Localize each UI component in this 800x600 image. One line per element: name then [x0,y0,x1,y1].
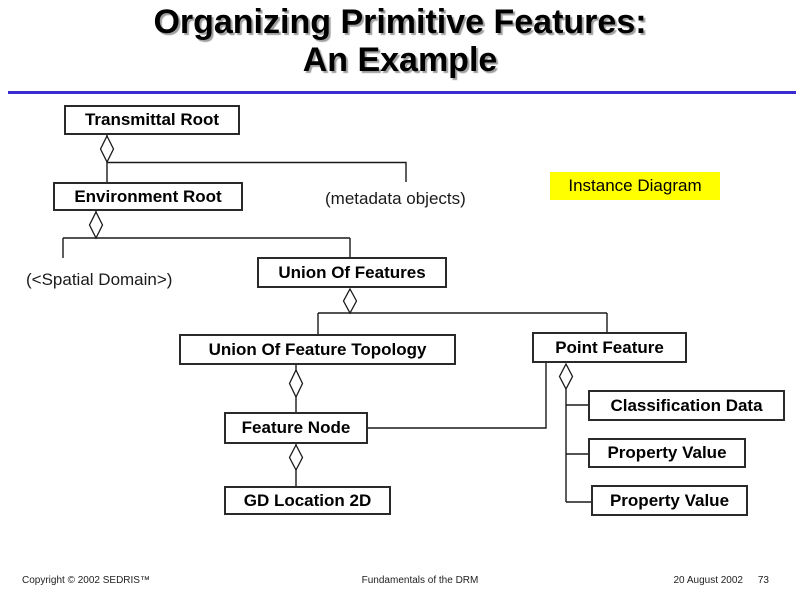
node-property-value-2: Property Value [591,485,748,516]
node-union-of-features: Union Of Features [257,257,447,288]
footer-copyright: Copyright © 2002 SEDRIS™ [22,575,150,586]
node-classification-data: Classification Data [588,390,785,421]
node-transmittal-root: Transmittal Root [64,105,240,135]
annotation-spatial-domain: (<Spatial Domain>) [26,270,173,289]
edge-environment-children [62,211,351,258]
node-point-feature: Point Feature [532,332,687,363]
instance-diagram-tag: Instance Diagram [550,172,720,200]
slide-title: Organizing Primitive Features: An Exampl… [0,3,800,79]
footer-course-title: Fundamentals of the DRM [361,575,479,586]
aggregation-diamond-icon [288,443,304,472]
annotation-metadata-objects: (metadata objects) [325,189,466,208]
aggregation-diamond-icon [558,362,574,391]
edge-transmittal-children [106,135,407,182]
aggregation-diamond-icon [99,134,115,164]
aggregation-diamond-icon [342,287,358,315]
aggregation-diamond-icon [88,210,104,240]
node-union-of-feature-topology: Union Of Feature Topology [179,334,456,365]
node-gd-location-2d: GD Location 2D [224,486,391,515]
footer-page-number: 73 [757,575,769,586]
edge-feature-node-point-feature [368,363,547,429]
node-property-value-1: Property Value [588,438,746,468]
slide-title-line2: An Example [302,41,498,79]
edge-union-features-children [317,289,608,334]
node-feature-node: Feature Node [224,412,368,444]
aggregation-diamond-icon [288,368,304,399]
edge-point-feature-children [565,389,591,503]
node-environment-root: Environment Root [53,182,243,211]
slide-title-line1: Organizing Primitive Features: [153,3,647,41]
footer-date: 20 August 2002 [673,575,743,586]
title-underline-rule [8,91,796,94]
